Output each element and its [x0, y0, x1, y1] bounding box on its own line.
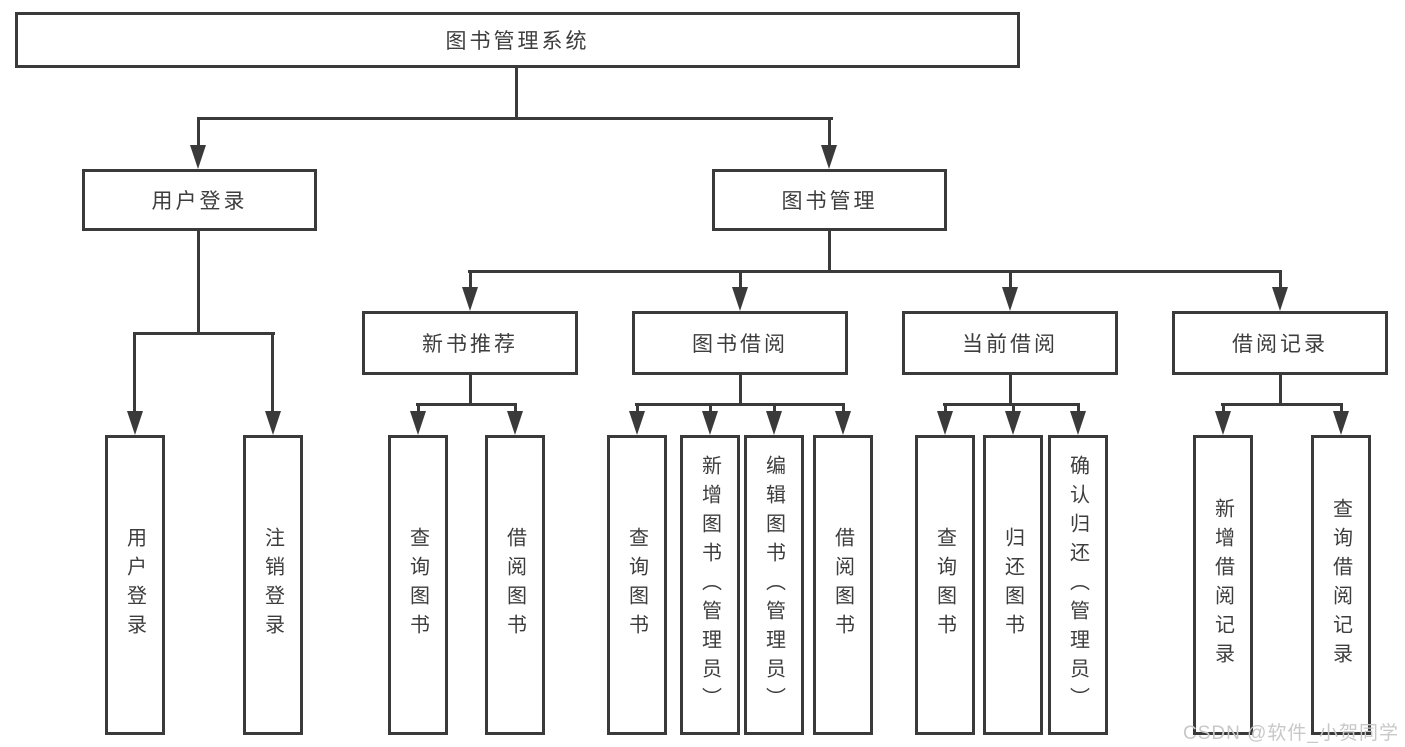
connector-arrowhead-down	[1005, 411, 1021, 435]
connector-line-vertical	[773, 403, 776, 415]
node-book-management-system: 图书管理系统	[15, 12, 1020, 68]
connector-line-vertical	[271, 332, 274, 413]
node-label: 借阅图书	[503, 527, 526, 643]
connector-line-vertical	[709, 403, 712, 415]
connector-arrowhead-down	[410, 411, 426, 435]
connector-line-vertical	[739, 375, 742, 406]
connector-line-vertical	[828, 231, 831, 272]
connector-line-horizontal	[1221, 403, 1343, 406]
leaf-query-books-recommend: 查询图书	[388, 435, 448, 735]
node-book-borrowing: 图书借阅	[632, 311, 848, 375]
connector-line-vertical	[842, 403, 845, 415]
connector-arrowhead-down	[1333, 411, 1349, 435]
leaf-logout: 注销登录	[243, 435, 303, 735]
node-label: 注销登录	[261, 527, 284, 643]
connector-line-vertical	[515, 68, 518, 119]
connector-arrowhead-down	[127, 411, 143, 435]
leaf-edit-books-admin: 编辑图书（管理员）	[744, 435, 804, 735]
node-label: 查询图书	[625, 527, 648, 643]
connector-arrowhead-down	[629, 411, 645, 435]
leaf-borrow-books-borrowing: 借阅图书	[813, 435, 873, 735]
node-label: 图书借阅	[692, 333, 788, 356]
connector-arrowhead-down	[835, 411, 851, 435]
connector-line-vertical	[828, 117, 831, 147]
connector-line-vertical	[1012, 403, 1015, 415]
connector-line-vertical	[739, 270, 742, 290]
node-label: 新书推荐	[422, 333, 518, 356]
node-label: 用户登录	[123, 527, 146, 643]
node-label: 归还图书	[1001, 527, 1024, 643]
connector-line-vertical	[1279, 375, 1282, 406]
connector-line-vertical	[636, 403, 639, 415]
connector-arrowhead-down	[1002, 287, 1018, 311]
connector-line-vertical	[469, 270, 472, 290]
connector-line-horizontal	[943, 403, 1080, 406]
connector-arrowhead-down	[1272, 287, 1288, 311]
connector-arrowhead-down	[821, 145, 837, 169]
connector-line-vertical	[514, 403, 517, 415]
node-label: 新增借阅记录	[1211, 498, 1234, 672]
connector-arrowhead-down	[937, 411, 953, 435]
connector-line-vertical	[944, 403, 947, 415]
connector-arrowhead-down	[1215, 411, 1231, 435]
connector-line-horizontal	[197, 117, 833, 120]
leaf-user-login: 用户登录	[105, 435, 165, 735]
node-label: 图书管理系统	[445, 30, 590, 53]
leaf-add-books-admin: 新增图书（管理员）	[680, 435, 740, 735]
connector-arrowhead-down	[507, 411, 523, 435]
connector-line-horizontal	[635, 403, 845, 406]
node-new-book-recommendation: 新书推荐	[362, 311, 578, 375]
leaf-confirm-return-admin: 确认归还（管理员）	[1048, 435, 1108, 735]
connector-arrowhead-down	[462, 287, 478, 311]
leaf-borrow-books-recommend: 借阅图书	[485, 435, 545, 735]
watermark: CSDN @软件_小贺同学	[1183, 723, 1399, 744]
connector-line-vertical	[197, 231, 200, 333]
node-label: 用户登录	[151, 190, 248, 213]
node-label: 查询图书	[406, 527, 429, 643]
connector-line-horizontal	[133, 332, 275, 335]
node-label: 查询图书	[933, 527, 956, 643]
connector-line-vertical	[469, 375, 472, 406]
connector-line-vertical	[1009, 270, 1012, 290]
connector-arrowhead-down	[702, 411, 718, 435]
connector-line-horizontal	[468, 270, 1282, 273]
connector-line-vertical	[1222, 403, 1225, 415]
node-current-borrowing: 当前借阅	[902, 311, 1118, 375]
node-book-management: 图书管理	[712, 169, 947, 231]
leaf-return-books: 归还图书	[983, 435, 1043, 735]
node-borrowing-records: 借阅记录	[1172, 311, 1388, 375]
leaf-add-borrow-record: 新增借阅记录	[1193, 435, 1253, 735]
connector-arrowhead-down	[732, 287, 748, 311]
connector-line-vertical	[1340, 403, 1343, 415]
node-label: 图书管理	[781, 190, 878, 213]
connector-line-vertical	[1077, 403, 1080, 415]
connector-line-vertical	[417, 403, 420, 415]
connector-arrowhead-down	[190, 145, 206, 169]
connector-arrowhead-down	[1070, 411, 1086, 435]
leaf-query-borrow-record: 查询借阅记录	[1311, 435, 1371, 735]
node-label: 查询借阅记录	[1329, 498, 1352, 672]
leaf-query-books-current: 查询图书	[915, 435, 975, 735]
connector-line-horizontal	[416, 403, 517, 406]
connector-arrowhead-down	[766, 411, 782, 435]
node-label: 当前借阅	[962, 333, 1058, 356]
connector-arrowhead-down	[265, 411, 281, 435]
node-label: 借阅图书	[831, 527, 854, 643]
node-label: 新增图书（管理员）	[698, 454, 721, 716]
node-label: 借阅记录	[1232, 333, 1328, 356]
connector-line-vertical	[133, 332, 136, 413]
connector-line-vertical	[1279, 270, 1282, 290]
connector-line-vertical	[1009, 375, 1012, 406]
node-label: 编辑图书（管理员）	[762, 454, 785, 716]
node-label: 确认归还（管理员）	[1066, 454, 1089, 716]
leaf-query-books-borrowing: 查询图书	[607, 435, 667, 735]
node-user-login: 用户登录	[82, 169, 317, 231]
connector-line-vertical	[197, 117, 200, 147]
